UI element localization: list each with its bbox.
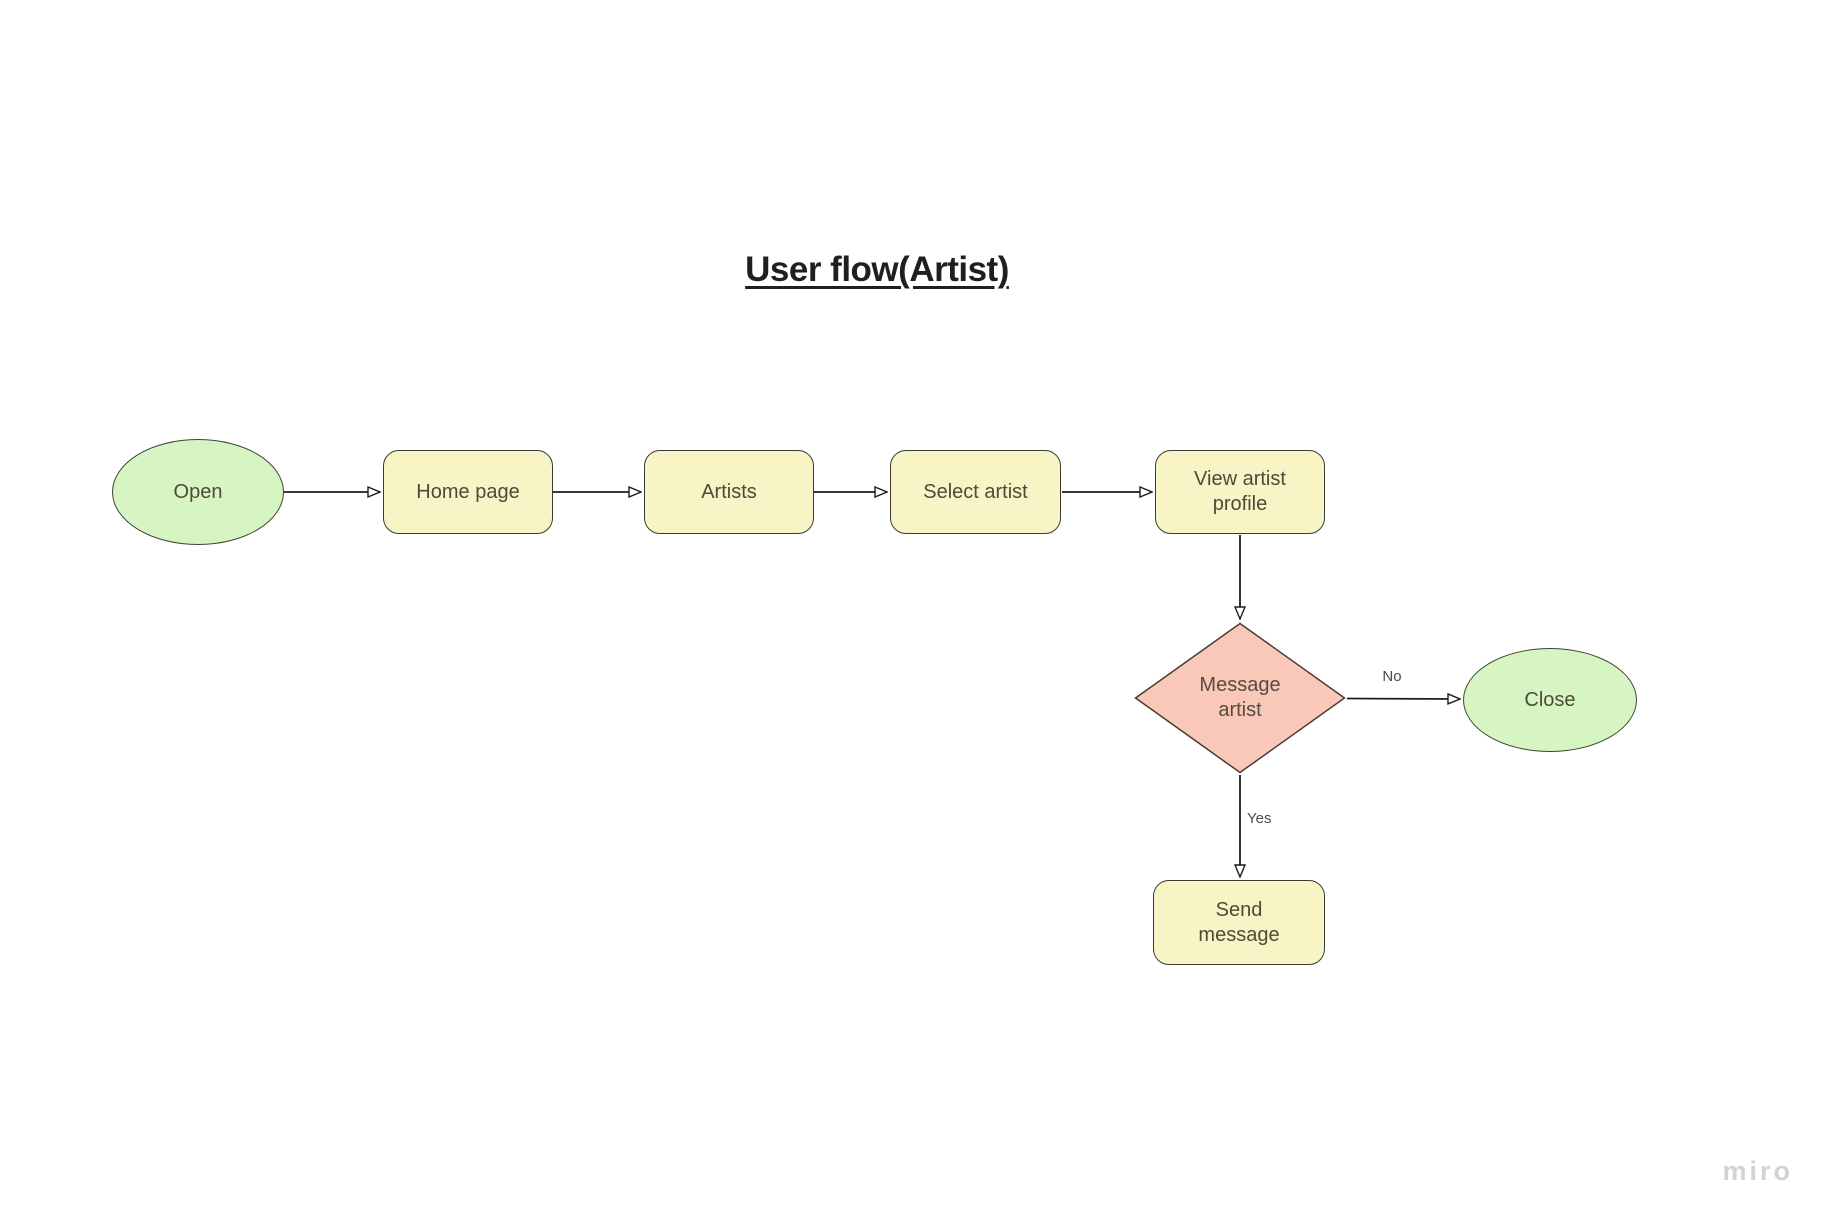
process-node-view-artist-profile[interactable]: View artist profile [1155,450,1325,534]
process-node-home-page[interactable]: Home page [383,450,553,534]
edge-message-artist-to-close[interactable] [1346,699,1460,700]
node-label: Open [173,480,223,503]
node-label: Home page [416,480,520,503]
process-node-select-artist[interactable]: Select artist [890,450,1061,534]
node-label: Message artist [1199,674,1281,721]
miro-watermark: miro [1722,1156,1793,1186]
edge-label-yes[interactable]: Yes [1247,810,1272,827]
node-label: Artists [701,480,757,503]
decision-node-message-artist[interactable]: Message artist [1134,622,1346,774]
node-label: Select artist [923,480,1028,503]
edge-label-no[interactable]: No [1382,668,1402,685]
start-node-open[interactable]: Open [112,439,284,545]
node-label: View artist profile [1194,468,1286,515]
node-label: Close [1524,688,1576,711]
process-node-send-message[interactable]: Send message [1153,880,1325,965]
diagram-title[interactable]: User flow(Artist) [745,250,1009,289]
end-node-close[interactable]: Close [1463,648,1637,752]
diamond-shape-icon [1134,622,1346,774]
node-label: Send message [1198,898,1280,946]
process-node-artists[interactable]: Artists [644,450,814,534]
